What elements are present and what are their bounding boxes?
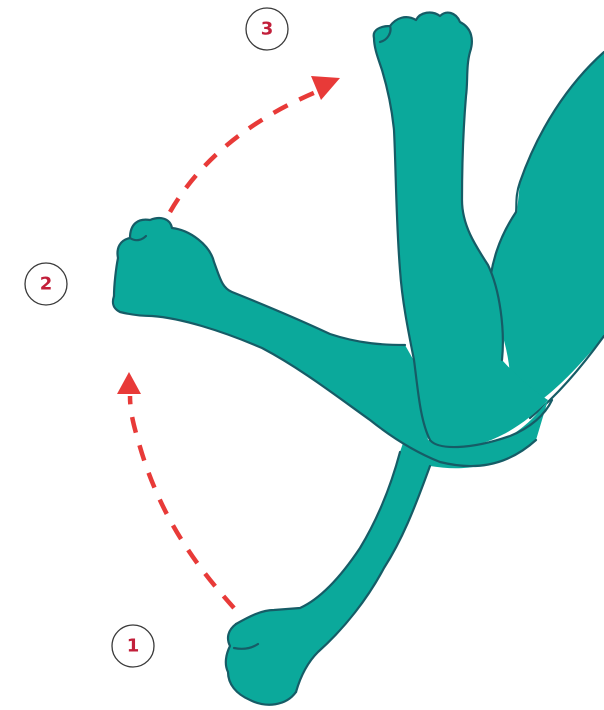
step-badge-2: 2: [25, 263, 67, 305]
arrow-2-to-3: [170, 76, 340, 212]
arrow-1-to-2: [117, 372, 234, 608]
arrow-2-to-3-head: [311, 76, 340, 100]
step-label-1: 1: [127, 636, 140, 657]
step-label-3: 3: [261, 19, 274, 40]
arrow-1-to-2-head: [117, 372, 141, 394]
step-label-2: 2: [40, 274, 53, 295]
step-badge-3: 3: [246, 8, 288, 50]
step-badge-1: 1: [112, 625, 154, 667]
